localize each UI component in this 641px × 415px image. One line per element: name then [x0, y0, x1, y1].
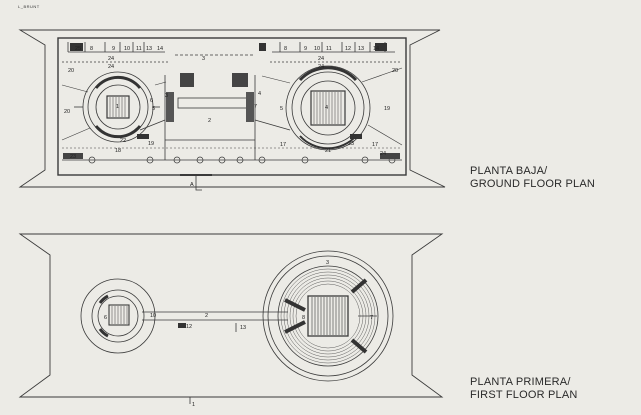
ground-label: 4	[325, 105, 328, 111]
ground-label: 8	[90, 46, 93, 52]
ground-label: 9	[112, 46, 115, 52]
ground-label: 17	[280, 142, 286, 148]
ground-label: 3	[202, 56, 205, 62]
ground-section-arrow	[195, 175, 202, 191]
first-caption-line1: PLANTA PRIMERA/	[470, 376, 571, 388]
first-label: 7	[370, 315, 373, 321]
ground-floor-plan	[18, 29, 446, 191]
ground-label: 11	[326, 46, 332, 52]
ground-label: 21	[325, 148, 331, 154]
first-floor-plan	[18, 233, 444, 404]
ground-label: 14	[373, 46, 379, 52]
first-label: 10	[150, 313, 156, 319]
first-site-outline	[18, 233, 444, 398]
ground-site-outline	[18, 29, 446, 188]
first-floor-caption: PLANTA PRIMERA/ FIRST FLOOR PLAN	[470, 376, 578, 402]
ground-label: 5	[280, 106, 283, 112]
ground-label: 19	[384, 106, 390, 112]
ground-label: A	[190, 182, 194, 188]
ground-label: 18	[115, 148, 121, 154]
ground-label: 11	[136, 46, 142, 52]
ground-central-block	[139, 73, 291, 160]
ground-label: 3	[165, 93, 168, 99]
first-label: 1	[192, 402, 195, 408]
first-room-numbers: 6 10 12 2 13 3 8 7 1	[104, 260, 373, 408]
first-bridge	[142, 311, 288, 332]
first-label: 2	[205, 313, 208, 319]
ground-caption-line1: PLANTA BAJA/	[470, 165, 548, 177]
ground-label: 2	[208, 118, 211, 124]
ground-label: 19	[148, 141, 154, 147]
ground-label: 24	[108, 64, 114, 70]
ground-label: 24	[108, 56, 114, 62]
ground-label: 25	[75, 46, 81, 52]
first-small-tower	[80, 278, 156, 354]
first-label: 8	[302, 315, 305, 321]
ground-label: 23	[70, 154, 76, 160]
ground-top-rooms-right	[272, 42, 395, 53]
ground-label: 10	[314, 46, 320, 52]
ground-label: 23	[348, 141, 354, 147]
ground-left-arena	[74, 71, 160, 143]
ground-floor-caption: PLANTA BAJA/ GROUND FLOOR PLAN	[470, 165, 595, 191]
ground-label: 13	[146, 46, 152, 52]
ground-label: 1	[116, 104, 119, 110]
first-label: 6	[104, 315, 107, 321]
ground-room-numbers: 25 8 9 10 11 13 14 8 3 9 10 11 12 13 14 …	[64, 46, 398, 188]
ground-label: 8	[284, 46, 287, 52]
first-label: 3	[326, 260, 329, 266]
ground-label: 24	[318, 64, 324, 70]
ground-label: 13	[358, 46, 364, 52]
ground-label: 22	[120, 138, 126, 144]
sheet-tag: L_BRUNT	[18, 4, 40, 9]
ground-label: 20	[68, 68, 74, 74]
ground-label: 20	[392, 68, 398, 74]
ground-label: 14	[157, 46, 163, 52]
first-big-tower	[262, 250, 394, 382]
first-caption-line2: FIRST FLOOR PLAN	[470, 389, 578, 401]
ground-building-outline	[57, 37, 407, 176]
ground-label: 4	[258, 91, 261, 97]
ground-top-rooms-left	[67, 42, 165, 53]
ground-caption-line2: GROUND FLOOR PLAN	[470, 178, 596, 190]
ground-label: 24	[380, 151, 386, 157]
ground-label: 9	[304, 46, 307, 52]
ground-label: 20	[64, 109, 70, 115]
first-label: 12	[186, 324, 192, 330]
ground-label: 7	[254, 104, 257, 110]
ground-label: 24	[318, 56, 324, 62]
ground-label: 6	[150, 98, 153, 104]
ground-label: 5	[152, 106, 155, 112]
ground-label: 12	[345, 46, 351, 52]
ground-label: 10	[124, 46, 130, 52]
first-label: 13	[240, 325, 246, 331]
ground-label: 17	[372, 142, 378, 148]
